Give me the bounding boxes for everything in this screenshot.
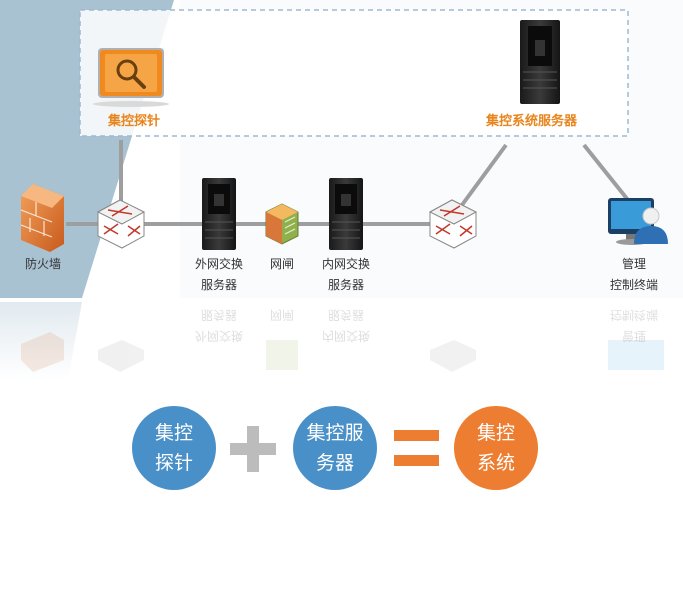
equals-operator xyxy=(394,430,439,466)
switch-icon-right xyxy=(428,199,478,249)
inner-server-label-reflection: 内网交换 服务器 xyxy=(321,308,370,343)
terminal-label: 管理 控制终端 xyxy=(609,257,658,292)
outer-server-icon xyxy=(202,178,236,250)
system-server-icon xyxy=(520,20,560,104)
connection-lines xyxy=(66,140,630,226)
inner-server-icon xyxy=(329,178,363,250)
plus-operator xyxy=(230,426,276,472)
gateway-label-reflection: 网闸 xyxy=(269,308,294,322)
equation-system-circle: 集控 系统 xyxy=(454,406,538,490)
outer-server-label-reflection: 外网交换 服务器 xyxy=(194,308,243,343)
terminal-icon xyxy=(608,198,668,245)
gateway-label: 网闸 xyxy=(269,257,294,271)
firewall-label: 防火墙 xyxy=(24,257,61,271)
outer-server-label: 外网交换 服务器 xyxy=(194,257,243,292)
reflection-icons xyxy=(21,332,664,372)
blue-panel-reflection xyxy=(0,302,82,380)
equation-server-circle: 集控服 务器 xyxy=(293,406,377,490)
switch-icon-left xyxy=(96,199,146,249)
firewall-icon xyxy=(20,184,64,252)
system-server-label: 集控系统服务器 xyxy=(486,114,578,129)
probe-monitor-icon xyxy=(93,48,169,107)
terminal-label-reflection: 管理 控制终端 xyxy=(609,308,658,343)
gateway-icon xyxy=(265,203,299,245)
equation-probe-circle: 集控 探针 xyxy=(132,406,216,490)
probe-label: 集控探针 xyxy=(108,114,161,129)
inner-server-label: 内网交换 服务器 xyxy=(321,257,370,292)
